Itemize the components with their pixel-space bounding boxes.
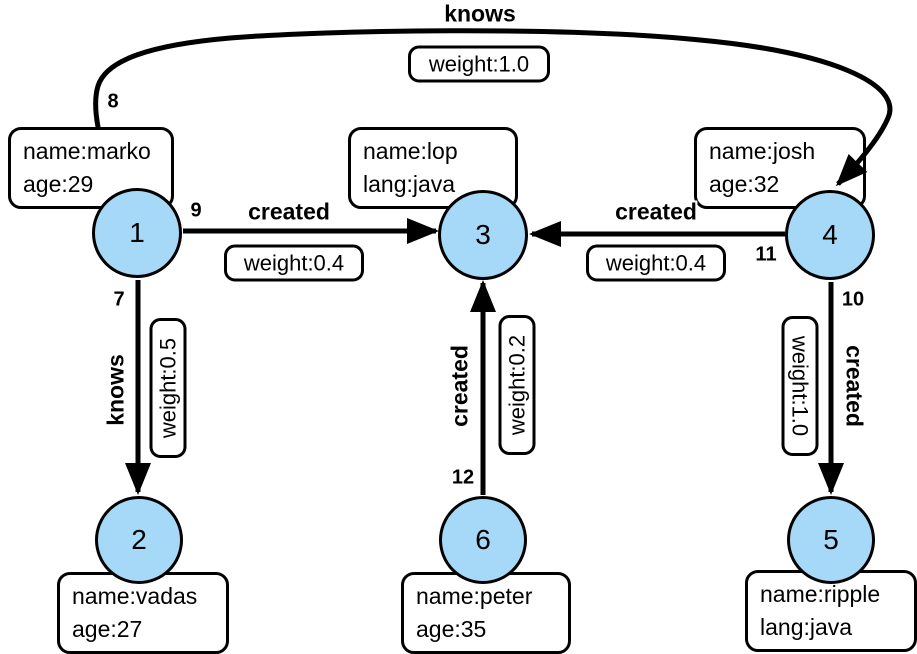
edge-12-weight: weight:0.2	[498, 315, 536, 455]
node-3-label: 3	[475, 219, 491, 250]
property-line: lang:java	[363, 171, 456, 197]
node-4-label: 4	[822, 219, 838, 250]
edge-11-id: 11	[755, 243, 777, 266]
node-5-label: 5	[823, 524, 839, 555]
node-2-properties: name:vadas age:27	[57, 572, 229, 654]
property-line: age:32	[709, 171, 780, 197]
property-line: name:marko	[23, 138, 151, 164]
edge-8-knows-curve	[93, 28, 893, 200]
edge-9-label: created	[248, 198, 330, 225]
edge-9-id: 9	[190, 199, 202, 222]
property-line: age:29	[23, 171, 94, 197]
node-2-label: 2	[131, 524, 147, 555]
edge-8-weight: weight:1.0	[408, 45, 550, 83]
edge-7-weight: weight:0.5	[149, 318, 187, 458]
property-line: lang:java	[760, 614, 853, 640]
property-line: age:35	[416, 616, 487, 642]
edge-8-id: 8	[107, 90, 119, 113]
property-line: age:27	[72, 616, 143, 642]
property-line: name:peter	[416, 583, 533, 609]
edge-12-label: created	[446, 345, 473, 427]
property-line: name:vadas	[72, 583, 198, 609]
edge-12-id: 12	[451, 466, 475, 489]
node-6-label: 6	[475, 524, 491, 555]
edge-11-label: created	[615, 198, 697, 225]
graph-node-1: 1	[92, 188, 182, 278]
edge-11-weight: weight:0.4	[586, 244, 726, 282]
graph-node-3: 3	[438, 190, 528, 280]
edge-10-label: created	[841, 345, 868, 427]
edge-10-id: 10	[841, 288, 865, 311]
graph-node-4: 4	[785, 190, 875, 280]
graph-node-5: 5	[787, 496, 875, 584]
edge-8-label: knows	[444, 0, 516, 27]
node-3-properties: name:lop lang:java	[348, 127, 518, 209]
edge-10-weight: weight:1.0	[781, 316, 819, 456]
edge-7-id: 7	[113, 288, 125, 311]
graph-node-2: 2	[95, 496, 183, 584]
property-line: name:josh	[709, 138, 816, 164]
edge-9-weight: weight:0.4	[224, 244, 364, 282]
graph-node-6: 6	[439, 496, 527, 584]
property-line: name:ripple	[760, 581, 881, 607]
node-1-label: 1	[129, 217, 145, 248]
property-line: name:lop	[363, 138, 458, 164]
edge-7-label: knows	[102, 354, 129, 426]
